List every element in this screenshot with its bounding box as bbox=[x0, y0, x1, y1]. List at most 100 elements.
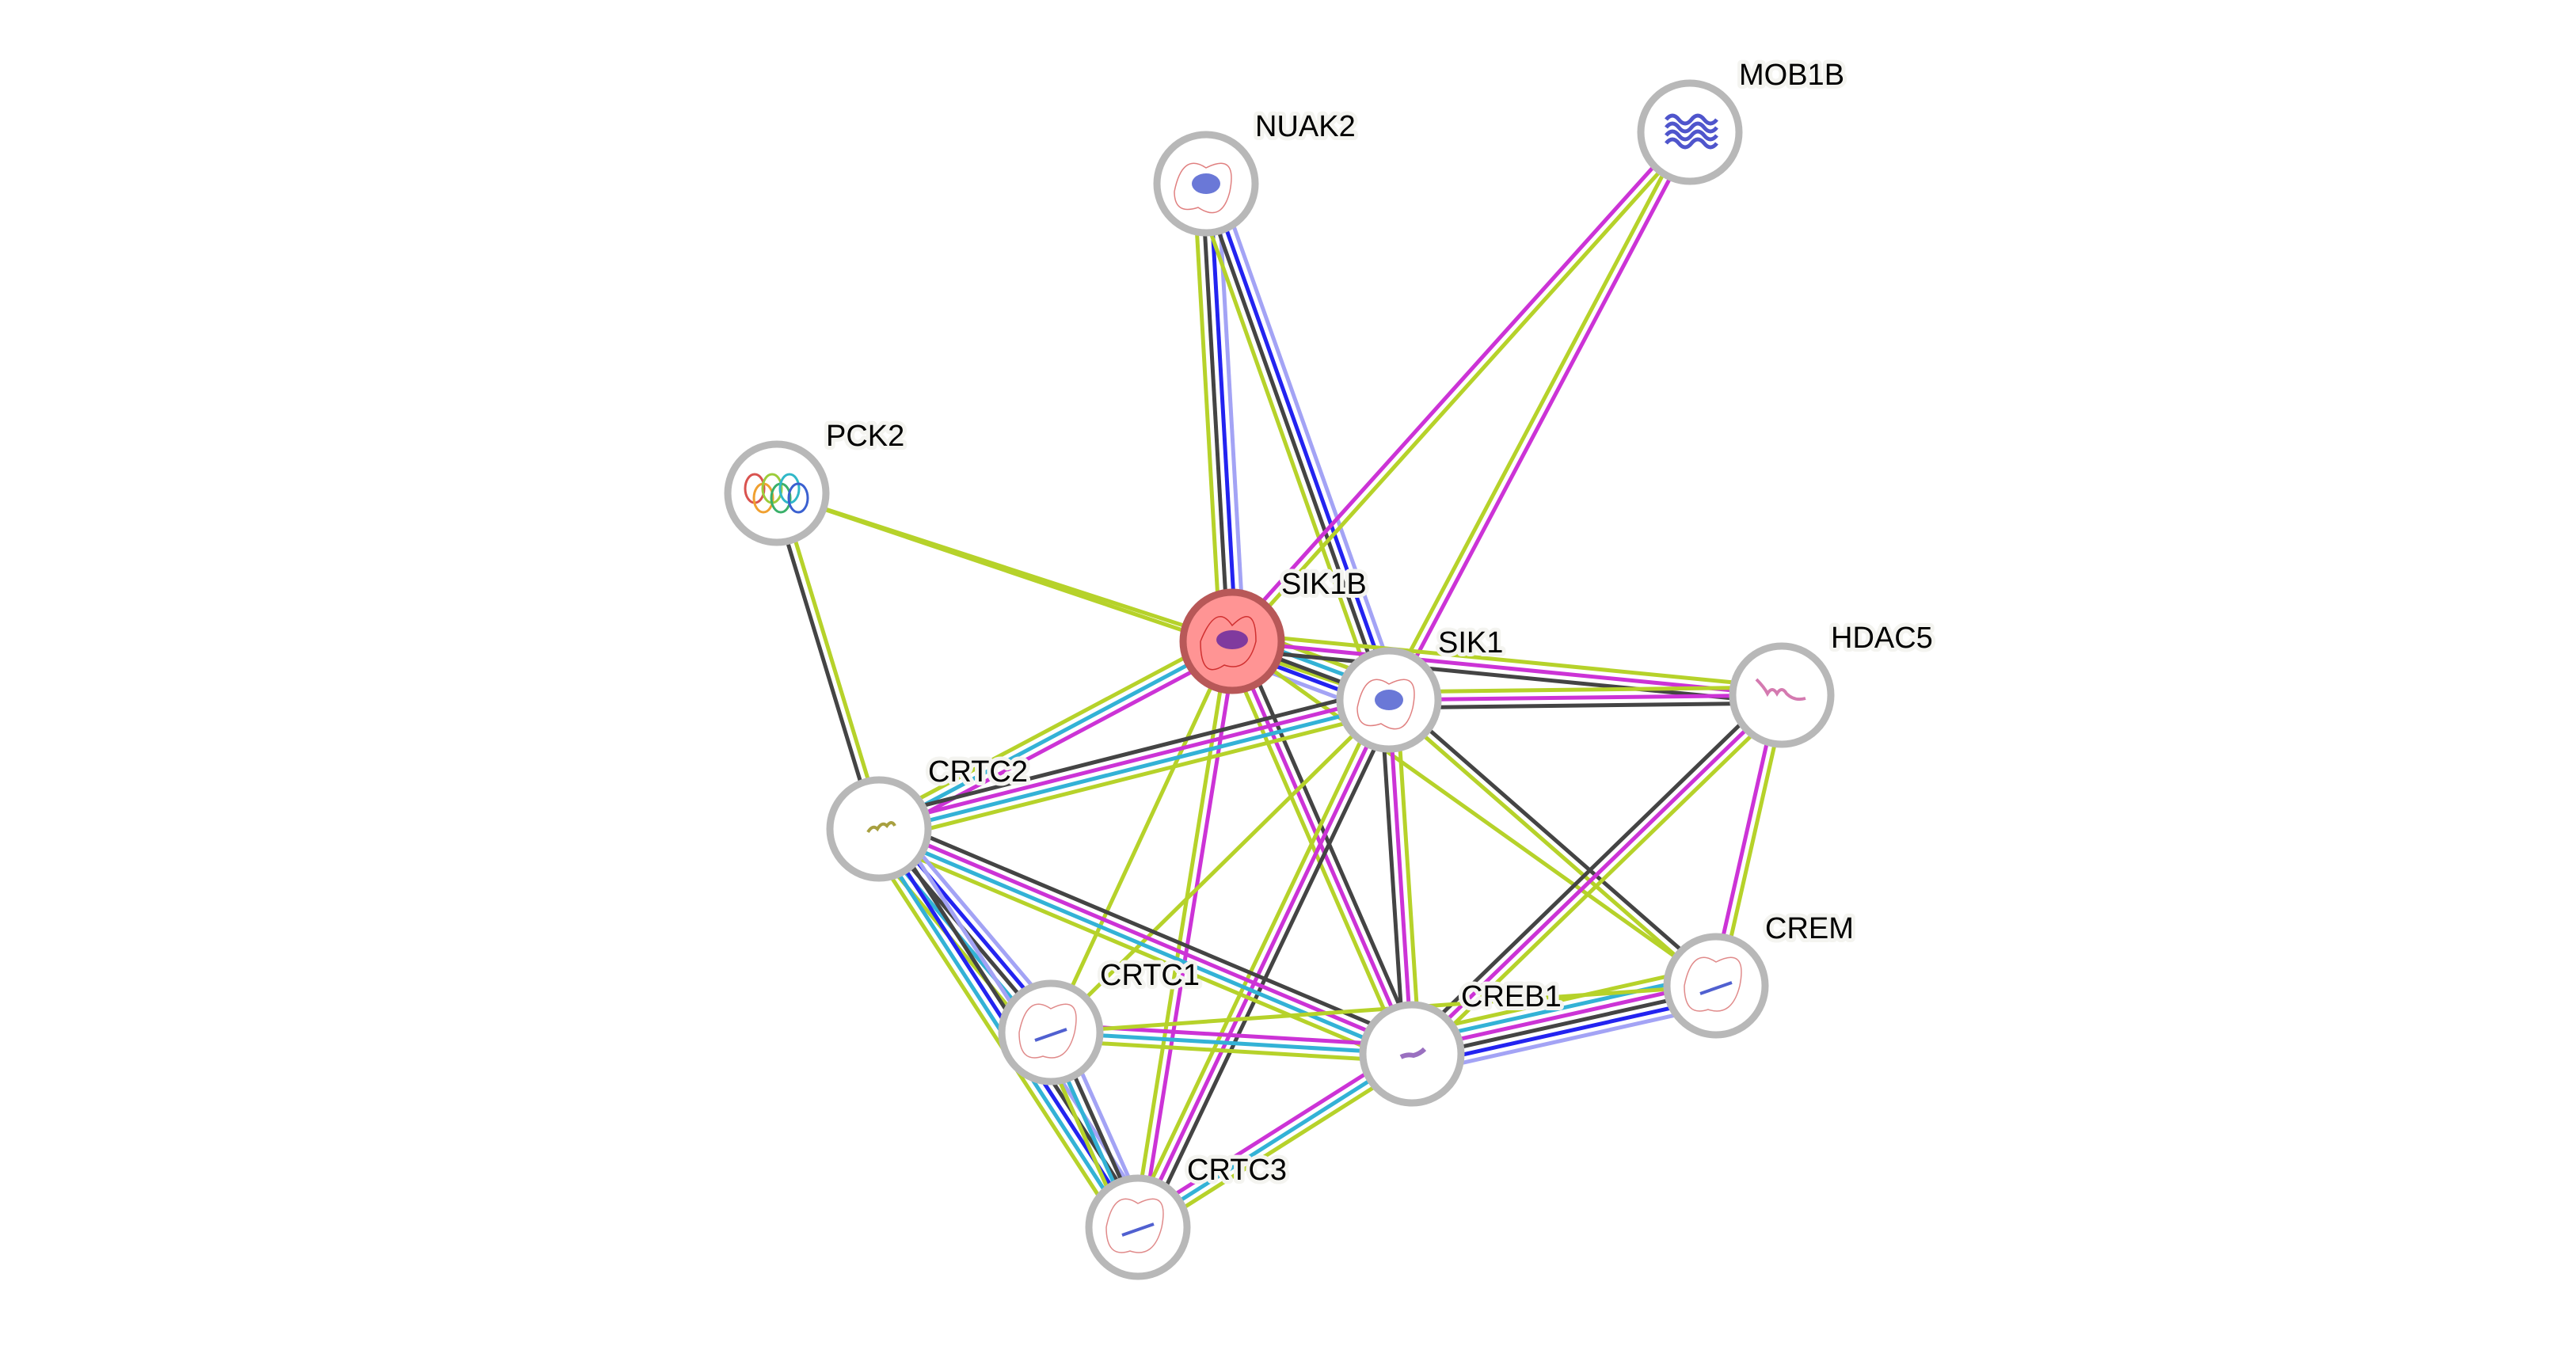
edge-sik1-crtc3[interactable] bbox=[1128, 695, 1398, 1232]
structure-icon bbox=[1200, 616, 1257, 671]
node-creb1[interactable] bbox=[1359, 1001, 1465, 1107]
node-circle[interactable] bbox=[1085, 1174, 1191, 1280]
node-label-crem: CREM bbox=[1765, 912, 1854, 945]
edge-channel-textmining bbox=[1232, 631, 1783, 690]
edge-channel-coexpression bbox=[1390, 695, 1720, 985]
edge-nuak2-sik1[interactable] bbox=[1193, 179, 1402, 705]
edge-channel-experiments bbox=[1132, 1045, 1409, 1222]
edge-sik1b-crtc1[interactable] bbox=[1048, 640, 1235, 1034]
edge-channel-coexpression bbox=[882, 816, 1417, 1045]
edges-layer bbox=[771, 127, 1789, 1238]
node-nuak2[interactable] bbox=[1153, 131, 1259, 237]
edge-sik1-hdac5[interactable] bbox=[1388, 685, 1783, 710]
edge-crtc3-creb1[interactable] bbox=[1132, 1045, 1417, 1236]
edge-mob1b-sik1b[interactable] bbox=[1227, 127, 1695, 646]
edge-channel-experiments bbox=[881, 646, 1237, 838]
edge-channel-textmining bbox=[1193, 187, 1380, 705]
structure-icon bbox=[1665, 113, 1718, 150]
edge-channel-textmining bbox=[1385, 701, 1715, 990]
edge-channel-textmining bbox=[1416, 699, 1789, 1061]
edge-channel-experiments bbox=[877, 694, 1389, 827]
node-crtc3[interactable] bbox=[1085, 1174, 1191, 1280]
edge-channel-coexpression bbox=[1200, 184, 1231, 642]
edge-channel-textmining bbox=[1132, 640, 1231, 1227]
edge-sik1-crtc1[interactable] bbox=[1049, 698, 1391, 1034]
edge-channel-textmining bbox=[881, 709, 1393, 842]
edge-channel-experiments bbox=[1231, 639, 1783, 698]
edge-channel-databases bbox=[1136, 1051, 1414, 1230]
structure-icon bbox=[744, 473, 809, 514]
node-circle[interactable] bbox=[998, 979, 1104, 1086]
node-label-crtc2: CRTC2 bbox=[928, 755, 1028, 789]
node-sik1[interactable] bbox=[1336, 647, 1442, 753]
edge-channel-textmining bbox=[873, 838, 1409, 1067]
node-circle[interactable] bbox=[1663, 933, 1769, 1039]
edge-channel-textmining bbox=[1231, 639, 1718, 988]
edge-channel-databases bbox=[1050, 1030, 1413, 1056]
edge-channel-textmining bbox=[1050, 1038, 1412, 1064]
node-hdac5[interactable] bbox=[1729, 642, 1835, 748]
edge-channel-cooccurrence bbox=[1414, 995, 1719, 1068]
edge-pck2-sik1[interactable] bbox=[776, 491, 1390, 702]
edge-channel-coexpression bbox=[1200, 184, 1387, 702]
edge-channel-textmining bbox=[874, 632, 1230, 824]
edge-mob1b-sik1[interactable] bbox=[1383, 129, 1695, 703]
edge-channel-coexpression bbox=[1231, 647, 1782, 705]
edge-nuak2-sik1b[interactable] bbox=[1192, 183, 1246, 642]
node-label-pck2: PCK2 bbox=[826, 420, 904, 453]
node-label-hdac5: HDAC5 bbox=[1831, 622, 1933, 655]
structure-icon bbox=[1105, 1198, 1164, 1253]
edge-sik1-creb1[interactable] bbox=[1379, 699, 1422, 1055]
node-mob1b[interactable] bbox=[1637, 79, 1743, 185]
node-label-creb1: CREB1 bbox=[1461, 980, 1562, 1013]
edge-channel-experiments bbox=[1136, 698, 1391, 1229]
edge-channel-textmining bbox=[1192, 184, 1223, 642]
edge-channel-textmining bbox=[1406, 964, 1713, 1037]
node-circle[interactable] bbox=[724, 440, 830, 546]
node-circle[interactable] bbox=[1729, 642, 1835, 748]
structure-icon bbox=[1684, 956, 1742, 1012]
edge-channel-homology bbox=[1415, 1002, 1722, 1075]
edge-channel-databases bbox=[877, 639, 1234, 831]
edge-channel-experiments bbox=[1391, 133, 1695, 703]
edge-channel-homology bbox=[1215, 179, 1402, 697]
structure-icon bbox=[1755, 678, 1806, 702]
edge-hdac5-creb1[interactable] bbox=[1405, 688, 1789, 1061]
structure-icon bbox=[1399, 1047, 1427, 1059]
edge-channel-coexpression bbox=[1143, 702, 1398, 1232]
edge-channel-cooccurrence bbox=[1208, 183, 1239, 641]
node-pck2[interactable] bbox=[724, 440, 830, 546]
edge-channel-cooccurrence bbox=[1208, 181, 1395, 700]
edge-channel-experiments bbox=[1227, 127, 1689, 641]
node-circle[interactable] bbox=[1637, 79, 1743, 185]
node-crem[interactable] bbox=[1663, 933, 1769, 1039]
edge-sik1-crtc2[interactable] bbox=[875, 686, 1393, 842]
edge-channel-experiments bbox=[1388, 693, 1783, 702]
edge-channel-textmining bbox=[776, 491, 1390, 702]
edge-channel-databases bbox=[1409, 971, 1714, 1044]
edge-sik1b-crtc2[interactable] bbox=[874, 632, 1237, 838]
node-label-nuak2: NUAK2 bbox=[1255, 110, 1356, 143]
edge-channel-textmining bbox=[1128, 695, 1384, 1225]
edge-channel-textmining bbox=[1388, 685, 1782, 694]
edge-channel-textmining bbox=[1050, 983, 1717, 1035]
edge-pck2-crtc2[interactable] bbox=[771, 491, 885, 831]
edge-channel-experiments bbox=[1387, 699, 1414, 1055]
node-crtc2[interactable] bbox=[826, 776, 932, 882]
edge-channel-textmining bbox=[1048, 640, 1235, 1034]
edge-channel-coexpression bbox=[771, 493, 877, 831]
edge-channel-coexpression bbox=[1379, 700, 1406, 1055]
edge-crtc1-crem[interactable] bbox=[1050, 983, 1717, 1035]
labels-layer: SIK1BSIK1NUAK2MOB1BPCK2HDAC5CRTC2CRTC1CR… bbox=[822, 55, 1937, 1191]
edge-channel-databases bbox=[879, 702, 1391, 835]
edge-channel-textmining bbox=[1383, 129, 1688, 699]
edge-sik1-crem[interactable] bbox=[1385, 695, 1720, 990]
node-crtc1[interactable] bbox=[998, 979, 1104, 1086]
edge-channel-textmining bbox=[864, 836, 1127, 1238]
edge-channel-databases bbox=[877, 831, 1412, 1059]
edge-sik1b-hdac5[interactable] bbox=[1231, 631, 1783, 705]
edge-channel-experiments bbox=[1410, 694, 1783, 1055]
node-sik1b[interactable] bbox=[1179, 588, 1285, 694]
edge-sik1b-crem[interactable] bbox=[1231, 639, 1718, 988]
